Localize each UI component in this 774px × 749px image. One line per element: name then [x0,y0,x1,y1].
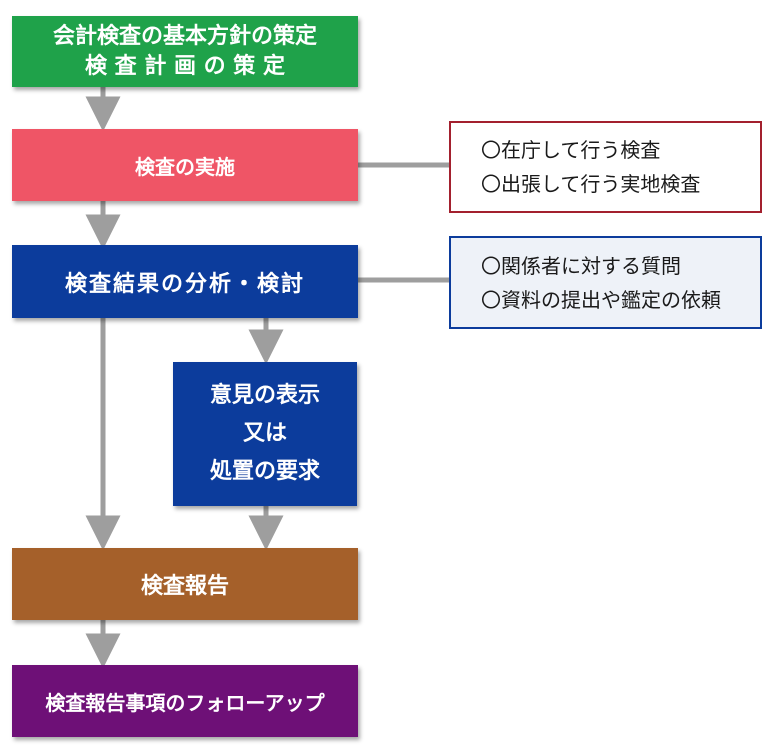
analyze-box-label: 検査結果の分析・検討 [64,271,305,297]
followup-box-label: 検査報告事項のフォローアップ [45,690,325,715]
report-box: 検査報告 [12,548,358,620]
implement-box: 検査の実施 [12,129,358,201]
opinion-box-line2: 又は [242,421,287,446]
implement-box-label: 検査の実施 [135,154,235,179]
implement-note-item: 〇在庁して行う検査 [481,138,661,162]
opinion-box-line1: 意見の表示 [209,383,320,408]
opinion-box: 意見の表示 又は 処置の要求 [173,362,357,506]
followup-box: 検査報告事項のフォローアップ [12,665,358,737]
report-box-label: 検査報告 [140,574,229,599]
implement-note-item: 〇出張して行う実地検査 [481,172,701,196]
analyze-note: 〇関係者に対する質問 〇資料の提出や鑑定の依頼 [449,236,762,329]
opinion-box-line3: 処置の要求 [209,459,320,484]
analyze-box: 検査結果の分析・検討 [12,245,358,318]
start-box-line1: 会計検査の基本方針の策定 [52,23,317,49]
analyze-note-item: 〇関係者に対する質問 [481,253,681,278]
analyze-note-item: 〇資料の提出や鑑定の依頼 [481,287,721,312]
implement-note: 〇在庁して行う検査 〇出張して行う実地検査 [449,121,762,213]
start-box: 会計検査の基本方針の策定 検 査 計 画 の 策 定 [12,16,358,87]
start-box-line2: 検 査 計 画 の 策 定 [85,53,285,79]
